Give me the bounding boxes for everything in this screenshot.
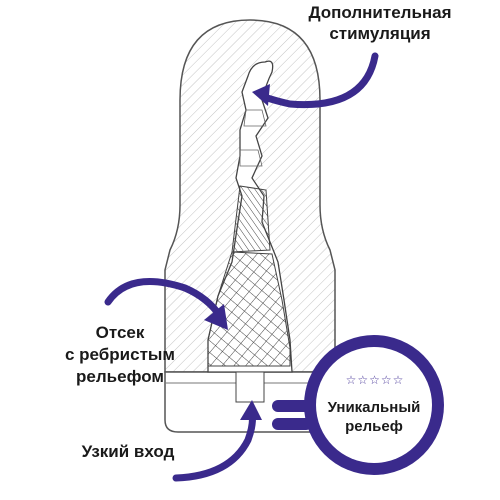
badge-text: Уникальный рельеф	[318, 398, 430, 436]
arrow-entry	[172, 400, 262, 482]
label-narrow-entry: Узкий вход	[81, 442, 175, 461]
arrow-top	[252, 52, 379, 109]
unique-relief-badge	[272, 335, 444, 475]
badge-line1: Уникальный	[327, 399, 421, 416]
badge-line2: рельеф	[345, 418, 403, 435]
inner-channel	[207, 60, 293, 403]
label-top-line1: Дополнительная	[308, 3, 452, 22]
badge-stars-icon: ☆☆☆☆☆	[345, 373, 405, 387]
label-ribbed-line3: рельефом	[76, 367, 164, 386]
label-ribbed-compartment: Отсек с ребристым рельефом	[60, 322, 180, 388]
label-additional-stimulation: Дополнительная стимуляция	[290, 2, 470, 44]
label-ribbed-line2: с ребристым	[64, 345, 175, 364]
arrow-ribbed	[104, 278, 228, 330]
label-top-line2: стимуляция	[329, 24, 431, 43]
label-ribbed-line1: Отсек	[95, 323, 145, 342]
